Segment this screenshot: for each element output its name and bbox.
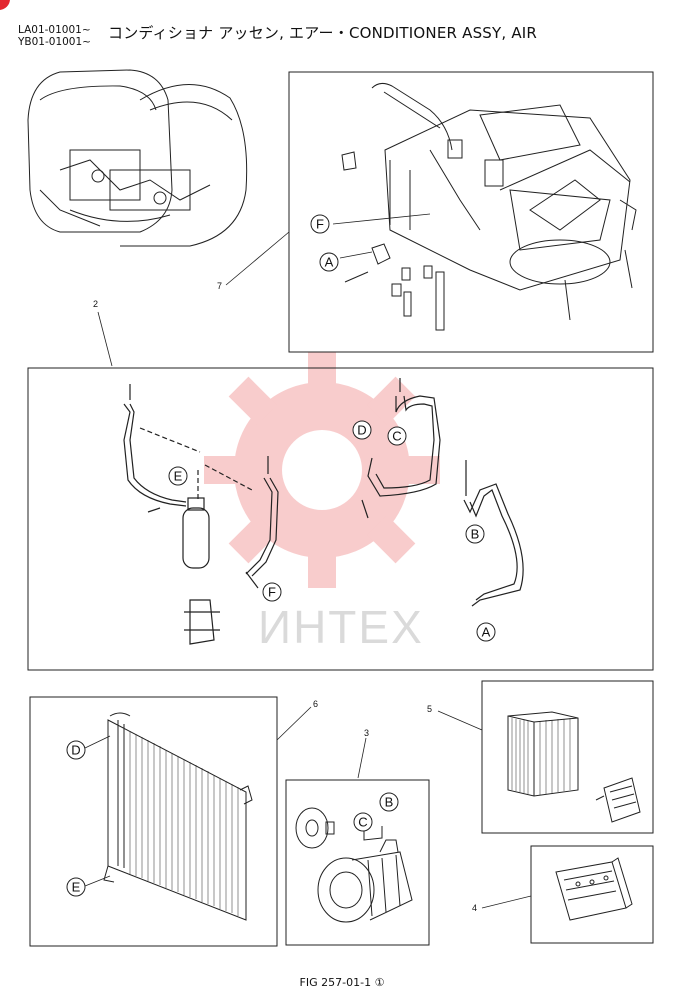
callout-c-hose: C bbox=[392, 429, 401, 444]
item2-frame bbox=[27, 367, 654, 671]
watermark-gear-icon bbox=[204, 352, 440, 588]
callout-d-condenser: D bbox=[71, 743, 80, 758]
corner-mark bbox=[0, 0, 10, 10]
callout-b-compressor: B bbox=[385, 795, 394, 810]
callout-e-hose: E bbox=[174, 469, 183, 484]
item3-frame bbox=[285, 779, 430, 946]
item5-frame bbox=[481, 680, 654, 834]
evaporator-unit bbox=[371, 82, 637, 321]
callout-e-condenser: E bbox=[72, 880, 81, 895]
compressor bbox=[295, 807, 413, 923]
item6-frame bbox=[29, 696, 278, 947]
model-code-2: YB01-01001~ bbox=[18, 36, 91, 48]
model-code-1: LA01-01001~ bbox=[18, 24, 91, 36]
item4-frame bbox=[530, 845, 654, 944]
bracket-parts bbox=[341, 151, 445, 331]
figure-label: FIG 257-01-1 ① bbox=[299, 976, 385, 989]
callout-c-compressor: C bbox=[358, 815, 367, 830]
page-title: コンディショナ アッセン, エアー・CONDITIONER ASSY, AIR bbox=[108, 24, 538, 42]
machine-overview bbox=[27, 69, 248, 247]
part-number-4: 4 bbox=[472, 903, 477, 913]
callout-a-hose: A bbox=[482, 625, 491, 640]
item7-frame bbox=[288, 71, 654, 353]
callout-f-top: F bbox=[316, 217, 324, 232]
callout-a-top: A bbox=[325, 255, 334, 270]
callout-d-hose: D bbox=[357, 423, 366, 438]
callout-b-hose: B bbox=[471, 527, 480, 542]
refrigerant-hoses bbox=[123, 378, 524, 645]
control-panel bbox=[555, 857, 633, 921]
part-number-6: 6 bbox=[313, 699, 318, 709]
callouts bbox=[66, 214, 496, 897]
part-number-5: 5 bbox=[427, 704, 432, 714]
condenser bbox=[103, 712, 253, 921]
watermark-text: ИНТЕХ bbox=[258, 601, 424, 653]
air-filter bbox=[507, 711, 641, 823]
part-number-2: 2 bbox=[93, 299, 98, 309]
callout-f-hose: F bbox=[268, 585, 276, 600]
part-number-7: 7 bbox=[217, 281, 222, 291]
part-number-3: 3 bbox=[364, 728, 369, 738]
